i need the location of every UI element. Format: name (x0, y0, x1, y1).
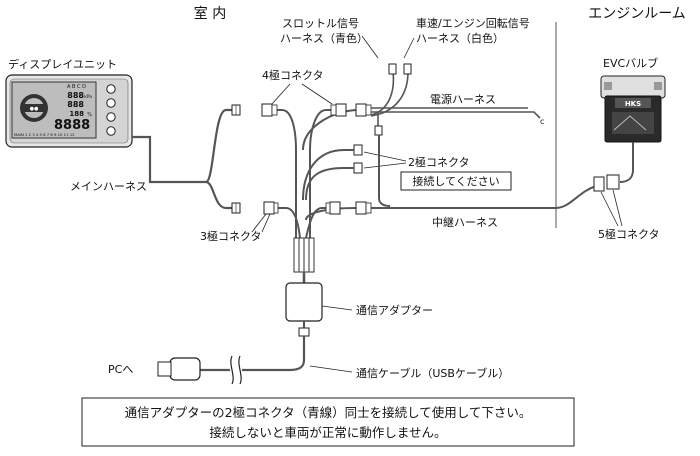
relay-harness-connector (355, 201, 372, 215)
four-pole-connector-right (330, 103, 347, 117)
main-harness-connector-bottom (231, 202, 241, 214)
display-unit-1: kPa (84, 94, 92, 100)
comm-cable (200, 336, 306, 372)
two-pole-connector-pair (344, 144, 363, 174)
four-pole-connector-left (261, 103, 278, 117)
power-wire-end: c (540, 117, 544, 126)
display-indicator: A B C D (67, 84, 86, 90)
section-indoor: 室 内 (194, 5, 226, 22)
throttle-connector (388, 63, 397, 75)
display-button-3[interactable] (106, 112, 116, 122)
display-main-digits: 8888 (54, 118, 90, 133)
main-harness-connector-top (231, 104, 241, 116)
main-harness-label: メインハーネス (70, 180, 147, 193)
footer-note-box (81, 397, 575, 447)
usb-plug (157, 357, 201, 381)
display-small-digits-1: 888 (67, 91, 84, 100)
speed-harness-label-2: ハーネス（白色） (416, 31, 504, 45)
footer-note-line1: 通信アダプターの2極コネクタ（青線）同士を接続して使用して下さい。 (125, 405, 532, 420)
three-pole-connector-right (325, 201, 341, 215)
footer-note-line2: 接続しないと車両が正常に動作しません。 (209, 425, 446, 440)
relay-harness-label: 中継ハーネス (432, 215, 498, 229)
main-harness (132, 108, 232, 210)
display-gauge: ●● (20, 94, 48, 122)
display-button-1[interactable] (106, 84, 116, 94)
display-button-4[interactable] (106, 126, 116, 136)
central-harness (272, 109, 357, 239)
evc-wire (619, 142, 634, 183)
display-unit-2: % (87, 112, 92, 118)
svg-text:●●: ●● (30, 106, 39, 112)
comm-adapter-label: 通信アダプター (356, 303, 433, 317)
comm-adapter (285, 282, 323, 322)
power-harness (371, 107, 541, 128)
display-small-digits-3: 188 (69, 110, 84, 118)
five-pole-connector-label: 5極コネクタ (598, 227, 660, 241)
power-harness-branch-connector (374, 125, 383, 136)
display-unit-label: ディスプレイユニット (8, 57, 117, 71)
display-unit: ●● A B C D 888 kPa 888 188 % 8888 MAIN 1… (5, 74, 133, 148)
comm-cable-label: 通信ケーブル（USBケーブル） (356, 366, 509, 380)
comm-adapter-port (298, 327, 310, 337)
connect-prompt-text: 接続してください (412, 174, 499, 188)
connect-prompt-box (400, 171, 512, 191)
cable-break-mark (230, 355, 242, 385)
pc-label: PCへ (108, 363, 133, 376)
relay-harness (371, 135, 597, 209)
display-button-2[interactable] (106, 98, 116, 108)
four-pole-connector-label: 4極コネクタ (262, 68, 324, 82)
three-pole-connector-label: 3極コネクタ (200, 229, 262, 243)
throttle-harness-label-1: スロットル信号 (282, 17, 359, 30)
three-pole-connector-left (263, 201, 279, 215)
display-mode-text: MAIN 1 2 3 4 5 6 7 8 9 10 11 12 (14, 132, 75, 137)
five-pole-connector-pair (593, 174, 620, 192)
signal-harness-wires (370, 71, 409, 117)
throttle-harness-label-2: ハーネス（青色） (280, 31, 368, 45)
evc-valve: HKS (600, 75, 666, 143)
display-small-digits-2: 888 (67, 100, 84, 109)
speed-connector (403, 63, 412, 75)
display-screen (11, 81, 97, 139)
evc-brand: HKS (625, 100, 641, 108)
evc-valve-label: EVCバルブ (603, 56, 658, 70)
power-harness-connector (355, 103, 372, 117)
power-harness-label: 電源ハーネス (430, 92, 496, 106)
two-pole-connector-label: 2極コネクタ (408, 155, 470, 169)
section-engine-room: エンジンルーム (588, 6, 686, 22)
speed-harness-label-1: 車速/エンジン回転信号 (416, 16, 530, 30)
